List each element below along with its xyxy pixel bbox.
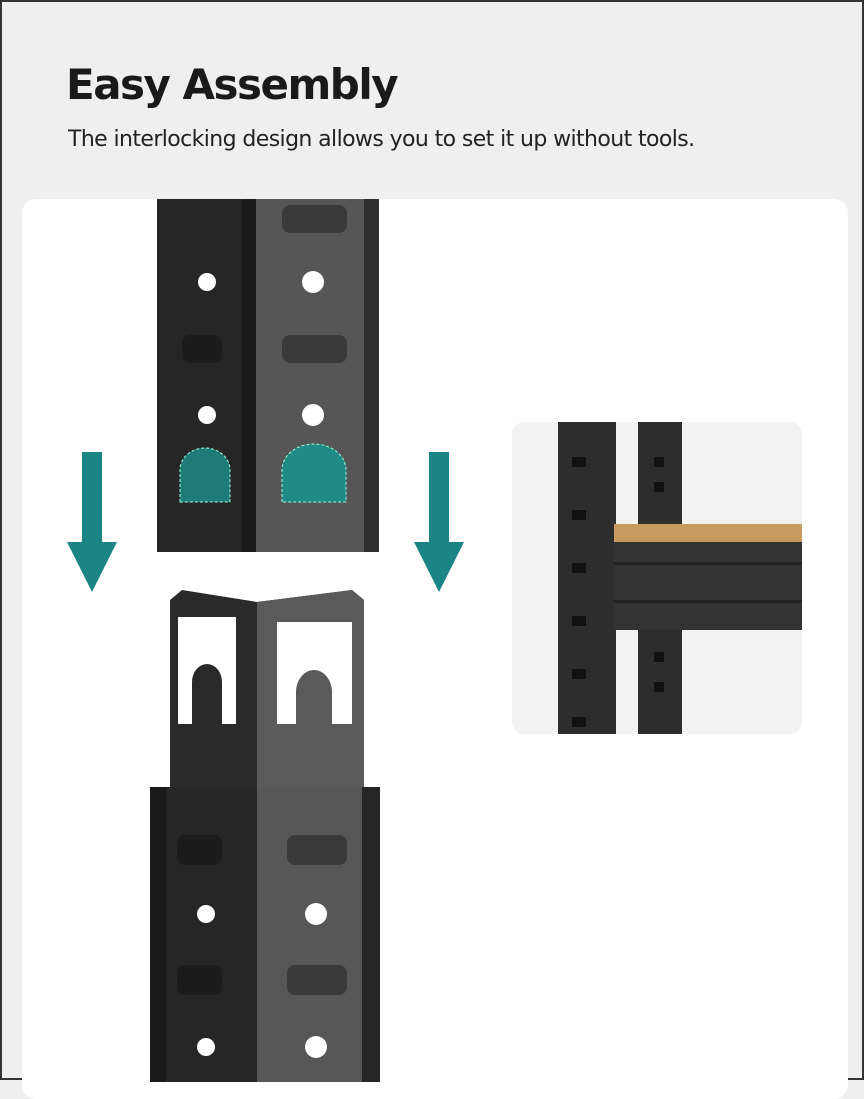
down-arrow-icon-right: [414, 452, 464, 592]
shelf-detail-inset: [512, 422, 802, 734]
page-subtitle: The interlocking design allows you to se…: [68, 127, 695, 152]
page-title: Easy Assembly: [66, 60, 399, 109]
down-arrow-icon-left: [67, 452, 117, 592]
lower-post-image: [150, 590, 380, 1082]
upper-post-image: [157, 199, 379, 552]
